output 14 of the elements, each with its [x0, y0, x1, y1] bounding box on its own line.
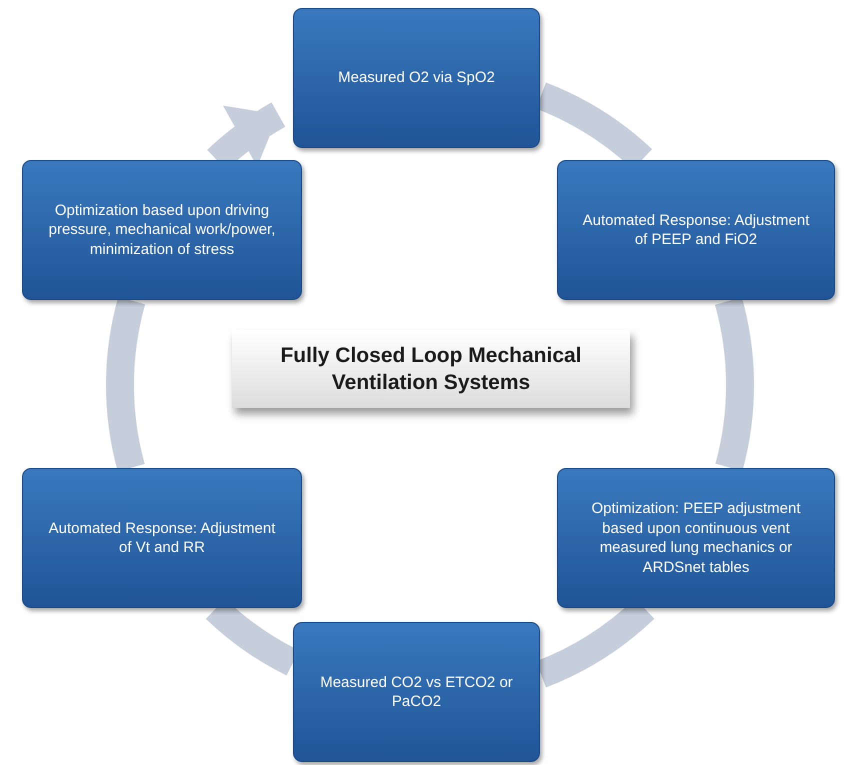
process-box	[557, 468, 835, 608]
process-box	[293, 622, 540, 762]
process-box	[22, 468, 302, 608]
box-text: Automated Response: Adjustment of Vt and RR	[48, 518, 276, 558]
box-text: Measured O2 via SpO2	[338, 68, 495, 88]
process-box	[557, 160, 835, 300]
title-box	[232, 330, 630, 408]
box-text: Optimization based upon driving pressure, mechanical work/power, minimization of stress	[48, 200, 276, 260]
process-box	[293, 8, 540, 148]
process-box	[22, 160, 302, 300]
box-text: Measured CO2 vs ETCO2 or PaCO2	[319, 672, 514, 712]
title-text: Fully Closed Loop Mechanical Ventilation Systems	[279, 342, 583, 396]
box-text: Optimization: PEEP adjustment based upon continuous vent measured lung mechanics or ARDSnet tables	[590, 499, 802, 577]
box-text: Automated Response: Adjustment of PEEP and FiO2	[582, 210, 810, 250]
